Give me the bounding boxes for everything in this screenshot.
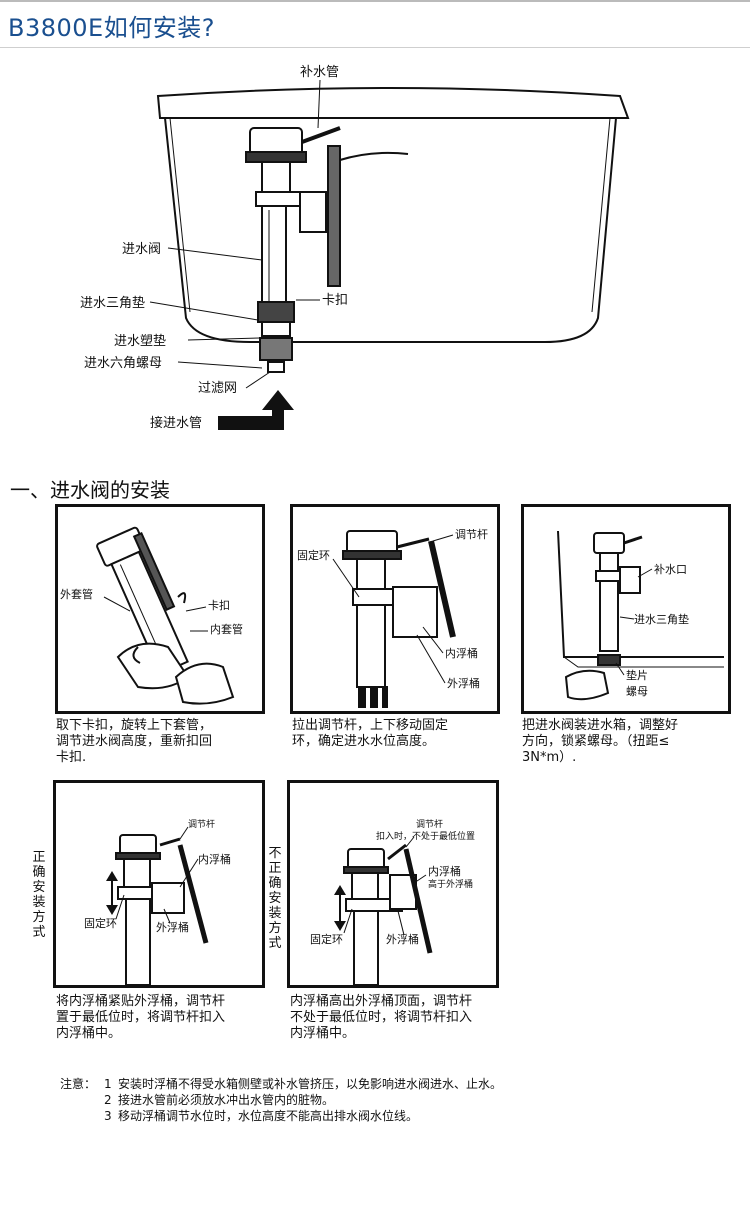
incorrect-label-inner-float: 内浮桶 [428,864,461,878]
note-item: 2 接进水管前必须放水冲出水管内的脏物。 [60,1092,502,1108]
incorrect-label-fixing-ring: 固定环 [310,932,343,946]
step-2-label-fixing-ring: 固定环 [297,548,330,562]
correct-label-inner-float: 内浮桶 [198,852,231,866]
incorrect-note-adjust: 扣入时，不处于最低位置 [376,830,475,842]
step-2-label-adjust-rod: 调节杆 [455,527,488,541]
step-1-label-clip: 卡扣 [208,598,230,612]
step-3-label-triangle-gasket: 进水三角垫 [634,612,689,626]
note-item: 注意： 1 安装时浮桶不得受水箱侧壁或补水管挤压，以免影响进水阀进水、止水。 [60,1076,502,1092]
inlet-arrow [218,390,294,430]
step-1-illustration: 外套管 卡扣 内套管 [60,526,243,705]
note-number: 3 [104,1109,112,1123]
note-number: 2 [104,1093,112,1107]
note-text: 移动浮桶调节水位时，水位高度不能高出排水阀水位线。 [118,1109,419,1123]
label-inlet-pipe: 接进水管 [150,415,202,431]
note-number: 1 [104,1077,112,1091]
page-title: B3800E如何安装? [8,14,215,42]
correct-label-fixing-ring: 固定环 [84,916,117,930]
up-arrow-icon [334,885,346,895]
tank-outline [156,87,630,343]
down-arrow-icon [334,921,346,931]
note-item: 3 移动浮桶调节水位时，水位高度不能高出排水阀水位线。 [60,1108,502,1124]
note-text: 安装时浮桶不得受水箱侧壁或补水管挤压，以免影响进水阀进水、止水。 [118,1077,503,1091]
inlet-valve-drawing [245,126,409,373]
leader-lines [149,79,321,389]
label-plastic-gasket: 进水塑垫 [114,333,166,349]
incorrect-install-illustration: 调节杆 扣入时，不处于最低位置 内浮桶 高于外浮桶 固定环 外浮桶 [310,818,475,985]
top-border [0,0,750,2]
correct-install-illustration: 调节杆 内浮桶 固定环 外浮桶 [84,818,231,985]
step-1-label-outer-tube: 外套管 [60,587,93,601]
label-refill-tube: 补水管 [300,65,339,80]
correct-install-panel: 调节杆 内浮桶 固定环 外浮桶 [53,780,265,988]
notes-lead: 注意： [60,1077,97,1091]
title-divider [0,47,750,48]
correct-label-adjust-rod: 调节杆 [188,818,215,830]
step-1-panel: 外套管 卡扣 内套管 [55,504,265,714]
notes: 注意： 1 安装时浮桶不得受水箱侧壁或补水管挤压，以免影响进水阀进水、止水。 2… [60,1076,502,1124]
step-1-caption: 取下卡扣，旋转上下套管， 调节进水阀高度，重新扣回 卡扣. [56,718,213,765]
note-text: 接进水管前必须放水冲出水管内的脏物。 [118,1093,335,1107]
step-2-panel: 调节杆 固定环 内浮桶 外浮桶 [290,504,500,714]
tank-diagram: 补水管 进水阀 进水三角垫 卡扣 进水塑垫 进水六角螺母 过滤网 接进水管 [80,65,630,431]
step-3-illustration: 补水口 进水三角垫 垫片 螺母 [557,530,724,701]
correct-side-label: 正确安装方式 [32,850,46,940]
label-clip: 卡扣 [322,293,348,308]
correct-label-outer-float: 外浮桶 [156,920,189,934]
incorrect-label-adjust-rod: 调节杆 [416,818,443,830]
step-3-label-refill-port: 补水口 [654,563,687,576]
step-3-panel: 补水口 进水三角垫 垫片 螺母 [521,504,731,714]
step-3-label-nut: 螺母 [626,685,648,698]
step-2-caption: 拉出调节杆，上下移动固定 环，确定进水水位高度。 [292,718,449,749]
correct-install-caption: 将内浮桶紧贴外浮桶，调节杆 置于最低位时，将调节杆扣入 内浮桶中。 [56,994,226,1041]
step-2-label-inner-float: 内浮桶 [445,646,478,660]
step-2-label-outer-float: 外浮桶 [447,676,480,690]
label-filter: 过滤网 [198,381,237,396]
incorrect-label-outer-float: 外浮桶 [386,932,419,946]
incorrect-install-caption: 内浮桶高出外浮桶顶面，调节杆 不处于最低位时，将调节杆扣入 内浮桶中。 [290,994,473,1041]
label-hex-nut: 进水六角螺母 [84,356,162,371]
step-3-caption: 把进水阀装进水箱，调整好 方向，锁紧螺母。（扭距≤ 3N*m）. [522,718,679,765]
step-3-label-washer: 垫片 [626,668,648,682]
label-inlet-valve: 进水阀 [122,242,161,257]
up-arrow-icon [106,871,118,881]
step-2-illustration: 调节杆 固定环 内浮桶 外浮桶 [297,527,488,708]
incorrect-install-panel: 调节杆 扣入时，不处于最低位置 内浮桶 高于外浮桶 固定环 外浮桶 [287,780,499,988]
incorrect-side-label: 不正确安装方式 [268,846,282,951]
incorrect-note-inner: 高于外浮桶 [428,878,473,890]
step-1-label-inner-tube: 内套管 [210,622,243,636]
down-arrow-icon [106,905,118,915]
label-triangle-gasket: 进水三角垫 [80,295,145,311]
section-title: 一、进水阀的安装 [10,478,170,502]
